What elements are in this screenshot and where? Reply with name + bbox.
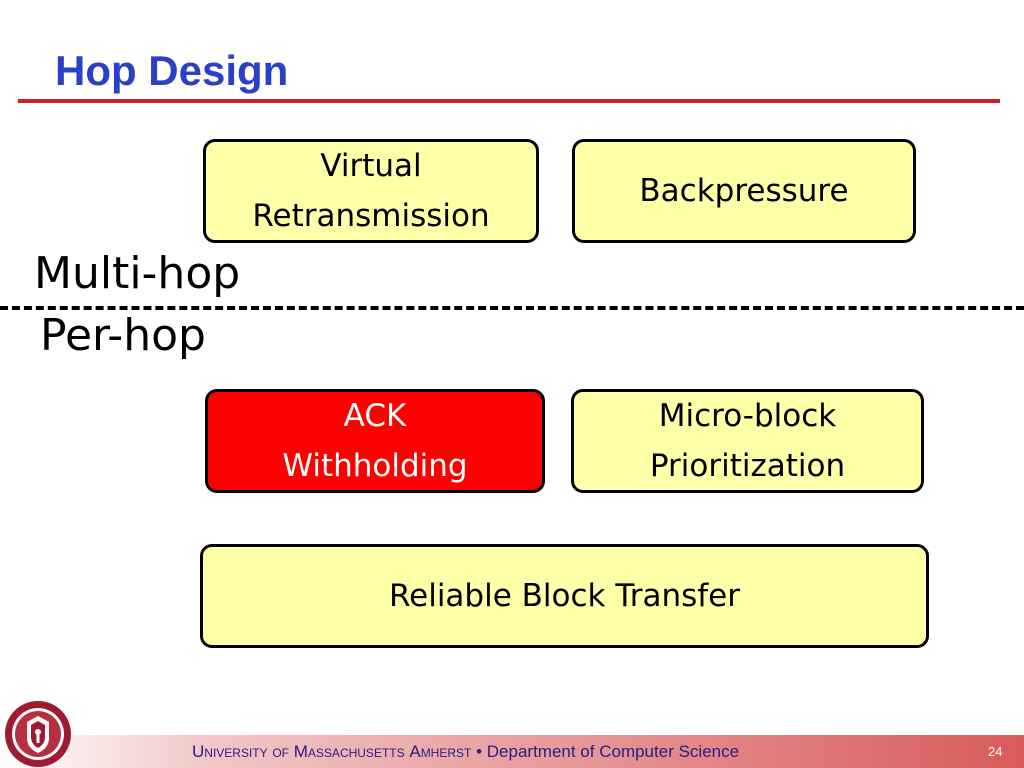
virtual-retransmission-block: Virtual Retransmission — [203, 139, 539, 243]
micro-block-prioritization-line2: Prioritization — [649, 448, 846, 484]
footer-band — [0, 735, 1024, 768]
micro-block-prioritization-line1: Micro-block — [658, 398, 837, 434]
title-underline — [18, 99, 1000, 103]
ack-withholding-line2: Withholding — [282, 448, 468, 484]
ack-withholding-line1: ACK — [343, 398, 407, 434]
page-number: 24 — [988, 744, 1003, 759]
multi-hop-label: Multi-hop — [34, 248, 241, 299]
footer-town-word: mherst — [420, 742, 472, 761]
slide-title: Hop Design — [55, 47, 289, 94]
footer-town-initial: A — [409, 742, 421, 761]
backpressure-block: Backpressure — [572, 139, 916, 243]
virtual-retransmission-line2: Retransmission — [252, 198, 490, 234]
umass-seal-icon — [5, 701, 71, 767]
reliable-block-transfer-block: Reliable Block Transfer — [200, 544, 929, 648]
ack-withholding-block: ACK Withholding — [205, 389, 545, 493]
footer-university-initial: U — [192, 742, 205, 761]
backpressure-label: Backpressure — [639, 173, 849, 209]
footer-state-word: assachusetts — [307, 742, 410, 761]
footer-university-word: niversity of — [204, 742, 294, 761]
micro-block-prioritization-block: Micro-block Prioritization — [571, 389, 924, 493]
per-hop-label: Per-hop — [40, 310, 206, 361]
footer-department: Department of Computer Science — [486, 742, 740, 761]
footer-state-initial: M — [293, 742, 308, 761]
layer-divider — [0, 306, 1024, 310]
virtual-retransmission-line1: Virtual — [320, 148, 422, 184]
footer-institution: University of Massachusetts Amherst • De… — [192, 742, 739, 762]
footer-separator: • — [471, 742, 487, 761]
reliable-block-transfer-label: Reliable Block Transfer — [388, 578, 740, 614]
